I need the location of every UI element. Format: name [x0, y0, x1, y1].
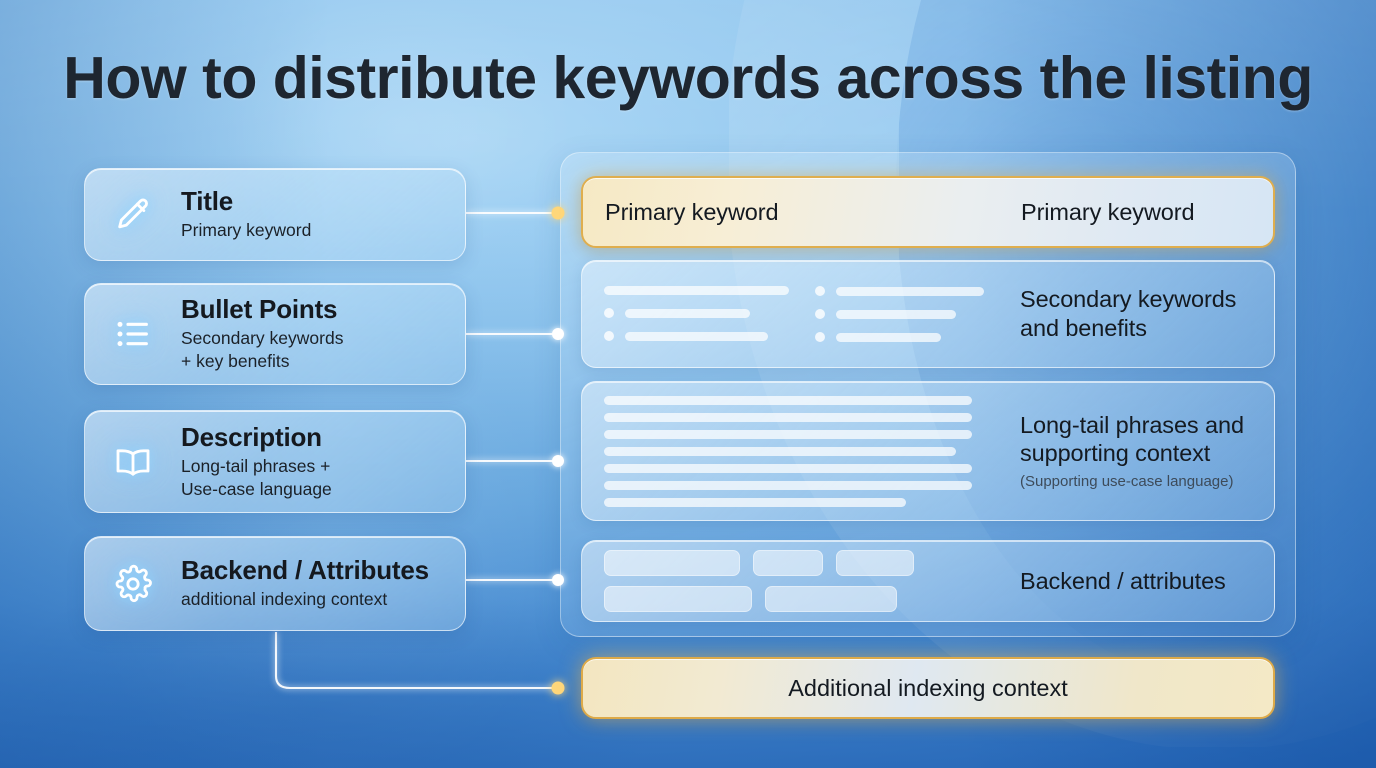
section-card-backend-attributes[interactable]: Backend / Attributes additional indexing…	[84, 536, 466, 631]
section-card-text: Bullet Points Secondary keywords + key b…	[181, 295, 465, 373]
section-card-text: Description Long-tail phrases + Use-case…	[181, 421, 465, 501]
section-card-text: Title Primary keyword	[181, 186, 465, 242]
section-card-subtitle: Long-tail phrases + Use-case language	[181, 455, 332, 499]
gear-icon	[85, 564, 181, 604]
open-book-icon	[85, 442, 181, 482]
listing-row-title[interactable]: Primary keyword Primary keyword	[581, 176, 1275, 248]
bullet-line	[604, 331, 789, 341]
listing-row-label-main: Long-tail phrases and supporting context	[1020, 411, 1244, 467]
bullet-line	[604, 286, 789, 295]
listing-row-label: Long-tail phrases and supporting context…	[1020, 382, 1258, 520]
bullet-line	[815, 286, 984, 296]
listing-row-label: Backend / attributes	[1020, 567, 1226, 594]
bullet-column-left	[604, 286, 789, 342]
listing-row-backend[interactable]: Backend / attributes	[581, 540, 1275, 622]
section-card-text: Backend / Attributes additional indexing…	[181, 555, 465, 611]
bullet-line	[815, 332, 984, 342]
listing-row-description[interactable]: Long-tail phrases and supporting context…	[581, 381, 1275, 521]
bullet-line	[604, 308, 789, 318]
section-card-subtitle: Primary keyword	[181, 220, 312, 241]
bullet-column-right	[815, 286, 984, 342]
paragraph-lines-mock	[582, 395, 972, 507]
chip-row	[604, 586, 914, 612]
attribute-chip	[765, 586, 897, 612]
bullet-line	[815, 309, 984, 319]
paragraph-line	[604, 480, 972, 490]
attribute-chips-mock	[582, 550, 914, 612]
paragraph-line	[604, 429, 972, 439]
listing-row-label: Secondary keywords and benefits	[1020, 286, 1237, 341]
section-card-title-label: Description	[181, 421, 322, 452]
bullet-list-icon	[85, 314, 181, 354]
listing-row-label: Primary keyword	[1021, 198, 1195, 225]
section-card-description[interactable]: Description Long-tail phrases + Use-case…	[84, 410, 466, 513]
listing-row-keyword: Primary keyword	[605, 198, 779, 225]
additional-indexing-context-bar[interactable]: Additional indexing context	[581, 657, 1275, 719]
section-card-bullet-points[interactable]: Bullet Points Secondary keywords + key b…	[84, 283, 466, 385]
attribute-chip	[836, 550, 914, 576]
paragraph-line	[604, 463, 972, 473]
section-card-title-label: Bullet Points	[181, 294, 338, 325]
chip-row	[604, 550, 914, 576]
bullet-grid-mock	[582, 286, 984, 342]
paragraph-line	[604, 446, 956, 456]
page-title: How to distribute keywords across the li…	[63, 45, 1313, 111]
section-card-title-label: Title	[181, 186, 233, 217]
paragraph-line	[604, 412, 972, 422]
listing-row-label-note: (Supporting use-case language)	[1020, 473, 1234, 490]
listing-row-bullets[interactable]: Secondary keywords and benefits	[581, 260, 1275, 368]
paragraph-line	[604, 395, 972, 405]
additional-indexing-context-label: Additional indexing context	[788, 674, 1068, 701]
pencil-icon	[85, 195, 181, 235]
section-card-title[interactable]: Title Primary keyword	[84, 168, 466, 261]
attribute-chip	[604, 586, 752, 612]
section-card-subtitle: Secondary keywords + key benefits	[181, 328, 344, 372]
section-card-subtitle: additional indexing context	[181, 589, 388, 610]
attribute-chip	[604, 550, 740, 576]
attribute-chip	[753, 550, 823, 576]
paragraph-line	[604, 497, 906, 507]
section-card-title-label: Backend / Attributes	[181, 555, 429, 586]
